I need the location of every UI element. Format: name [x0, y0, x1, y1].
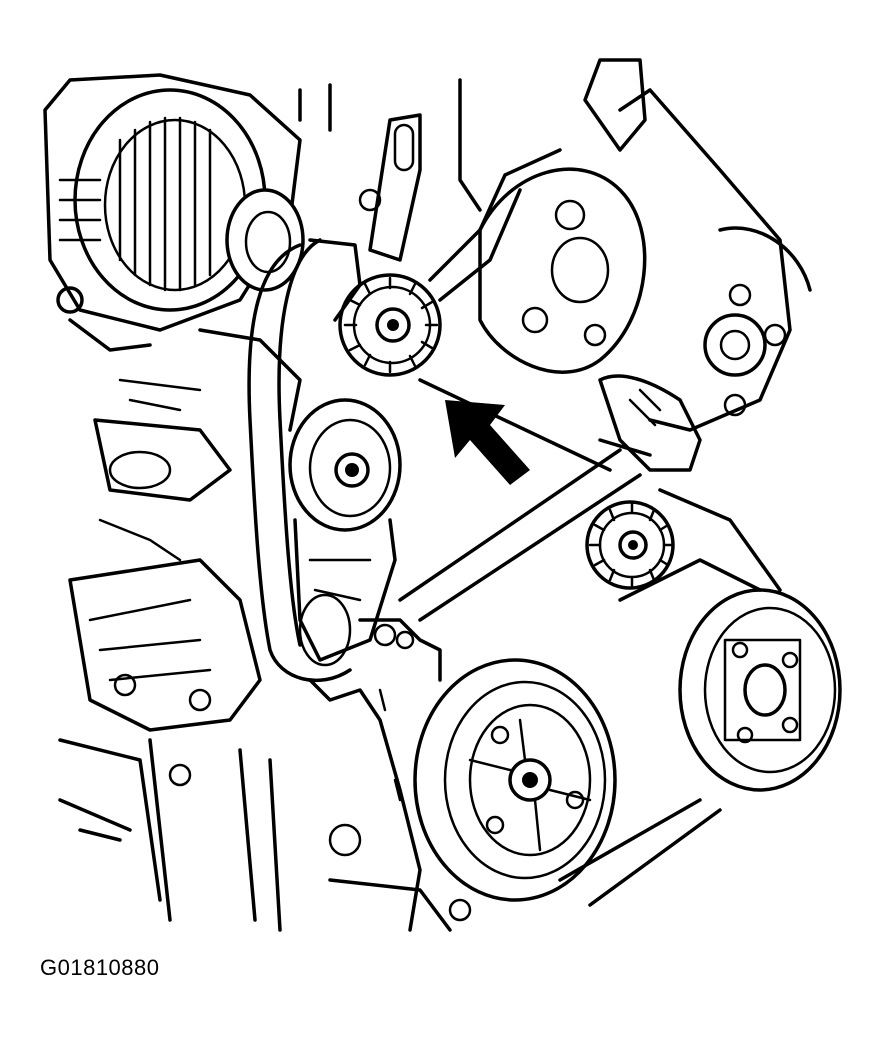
serpentine-belt	[247, 148, 652, 683]
figure-id-label: G01810880	[40, 955, 160, 980]
hand	[583, 58, 702, 472]
upper-bracket	[298, 78, 482, 262]
tensioner-arm	[293, 518, 397, 667]
engine-block	[58, 328, 472, 932]
lower-belt-runs	[558, 488, 782, 907]
right-housing	[618, 88, 812, 432]
idler-pulley-upper	[338, 273, 442, 377]
ac-compressor-pulley	[678, 588, 842, 792]
arrow-icon	[445, 400, 530, 485]
alternator	[43, 73, 305, 352]
tensioner-pulley	[288, 398, 402, 532]
idler-pulley-lower	[585, 500, 675, 590]
crankshaft-pulley	[413, 658, 617, 902]
power-steering-pulley	[478, 167, 647, 374]
